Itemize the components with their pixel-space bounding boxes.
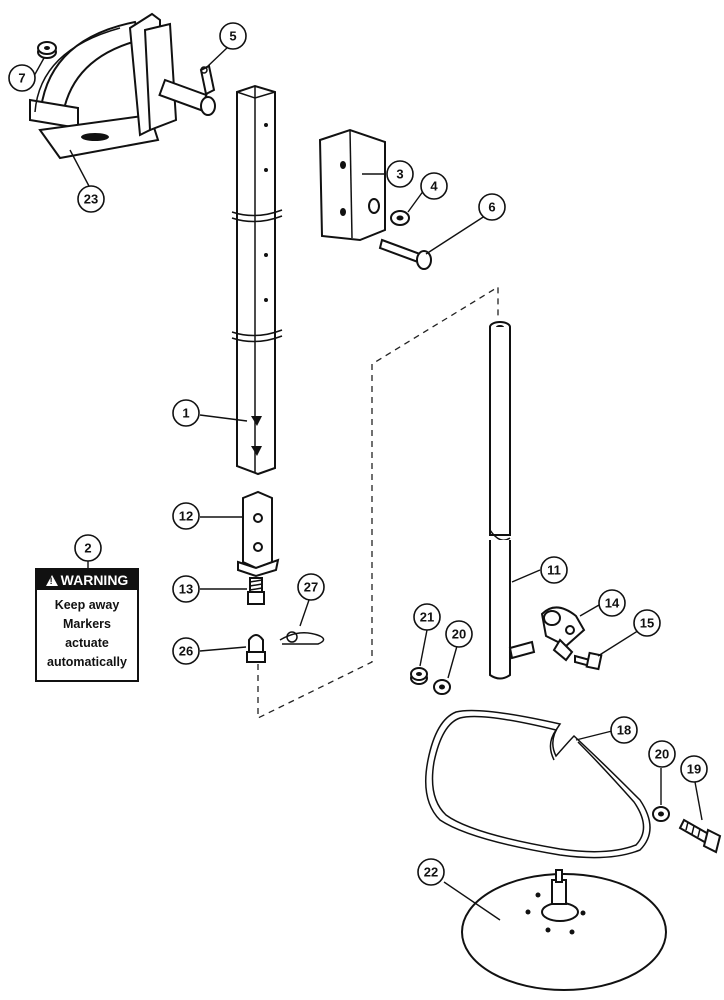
- svg-text:20: 20: [655, 747, 669, 762]
- svg-text:2: 2: [84, 541, 91, 556]
- warning-line: automatically: [47, 655, 127, 669]
- warning-triangle-icon: [45, 574, 58, 586]
- callout-20-upper: 20: [445, 620, 473, 648]
- callout-4: 4: [420, 172, 448, 200]
- part-14-clamp: [540, 606, 586, 662]
- callout-27: 27: [297, 573, 325, 601]
- part-4-washer: [390, 210, 410, 226]
- part-3-bracket: [318, 128, 386, 242]
- callout-13: 13: [172, 575, 200, 603]
- callout-19: 19: [680, 755, 708, 783]
- callout-20-lower: 20: [648, 740, 676, 768]
- part-13-set-screw: [247, 577, 265, 605]
- svg-text:11: 11: [547, 563, 561, 578]
- warning-header-text: WARNING: [60, 572, 129, 588]
- callout-5: 5: [219, 22, 247, 50]
- part-22-marker-disc: [461, 869, 667, 991]
- svg-text:14: 14: [605, 596, 620, 611]
- part-5-cotter-pin: [199, 64, 216, 96]
- part-2-warning-decal: WARNING Keep away Markers actuate automa…: [35, 568, 139, 682]
- warning-line: Markers: [63, 617, 111, 631]
- part-23-arc-bracket: [29, 12, 216, 160]
- warning-body: Keep away Markers actuate automatically: [37, 590, 137, 672]
- svg-text:1: 1: [182, 406, 189, 421]
- alignment-dashed-lines: [257, 285, 499, 720]
- callout-1: 1: [172, 399, 200, 427]
- part-19-bolt: [678, 818, 722, 854]
- svg-text:12: 12: [179, 509, 193, 524]
- leader-lines: [33, 45, 703, 921]
- callout-2: 2: [74, 534, 102, 562]
- part-6-bolt: [378, 238, 432, 270]
- part-26-pin: [246, 634, 266, 663]
- svg-text:19: 19: [687, 762, 701, 777]
- callout-11: 11: [540, 556, 568, 584]
- warning-line: Keep away: [54, 598, 120, 612]
- callout-3: 3: [386, 160, 414, 188]
- part-15-bolt: [574, 651, 603, 671]
- svg-text:23: 23: [84, 192, 98, 207]
- svg-text:3: 3: [396, 167, 403, 182]
- part-11-marker-rod: [489, 321, 536, 680]
- part-21-nut: [410, 667, 428, 685]
- callout-26: 26: [172, 637, 200, 665]
- callout-18: 18: [610, 716, 638, 744]
- svg-text:21: 21: [420, 610, 434, 625]
- svg-text:27: 27: [304, 580, 318, 595]
- part-18-wire-spring: [425, 709, 651, 859]
- svg-text:13: 13: [179, 582, 193, 597]
- part-20-washer-lower: [652, 806, 670, 822]
- svg-text:4: 4: [430, 179, 438, 194]
- svg-text:18: 18: [617, 723, 631, 738]
- svg-text:7: 7: [18, 71, 25, 86]
- svg-text:22: 22: [424, 865, 438, 880]
- warning-line: actuate: [65, 636, 109, 650]
- callout-7: 7: [8, 64, 36, 92]
- part-20-washer-upper: [433, 679, 451, 695]
- part-1-square-tube: [231, 84, 283, 476]
- callout-12: 12: [172, 502, 200, 530]
- svg-text:6: 6: [488, 200, 495, 215]
- callout-6: 6: [478, 193, 506, 221]
- part-27-hairpin-clip: [279, 631, 325, 645]
- svg-text:15: 15: [640, 616, 654, 631]
- svg-text:20: 20: [452, 627, 466, 642]
- svg-text:26: 26: [179, 644, 193, 659]
- callout-23: 23: [77, 185, 105, 213]
- warning-header: WARNING: [37, 570, 137, 590]
- callout-14: 14: [598, 589, 626, 617]
- callout-22: 22: [417, 858, 445, 886]
- part-12-tube-insert: [237, 490, 280, 578]
- svg-text:5: 5: [229, 29, 236, 44]
- part-7-nut: [37, 41, 57, 59]
- callout-15: 15: [633, 609, 661, 637]
- callout-21: 21: [413, 603, 441, 631]
